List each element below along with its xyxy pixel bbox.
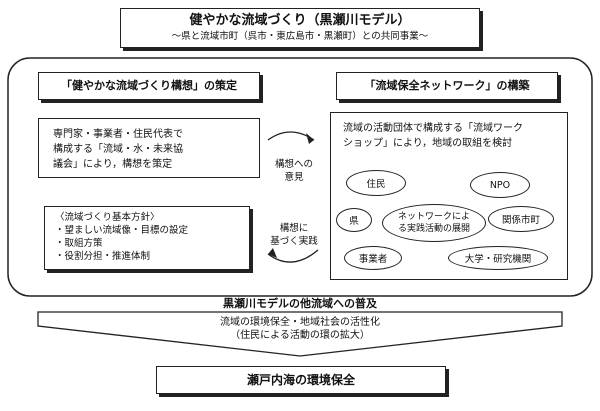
benefit-line-2: （住民による活動の環の拡大） xyxy=(230,330,370,341)
arrow-label-bottom-line-2: 基づく実践 xyxy=(270,236,318,247)
left-body-line-1: 専門家・事業者・住民代表で xyxy=(53,129,183,140)
policy-item-1: ・望ましい流域像・目標の設定 xyxy=(55,225,189,236)
arrow-label-bottom-line-1: 構想に xyxy=(279,223,309,234)
left-body-line-2: 構成する「流域・水・未来協 xyxy=(53,144,183,155)
policy-item-2: ・取組方策 xyxy=(55,238,103,249)
arrow-label-top-line-1: 構想への xyxy=(274,159,313,170)
policy-title: 〈流域づくり基本方針〉 xyxy=(55,212,160,223)
outer-frame xyxy=(7,57,593,297)
left-panel-heading-box: 「健やかな流域づくり構想」の策定 xyxy=(38,72,260,100)
node-npo: NPO xyxy=(470,172,530,198)
right-body-line-2: ショップ」により，地域の取組を検討 xyxy=(343,138,513,149)
left-panel-heading: 「健やかな流域づくり構想」の策定 xyxy=(61,79,237,92)
arrow-bottom-curve xyxy=(267,249,319,263)
funnel-arrow xyxy=(37,311,563,357)
node-prefecture: 県 xyxy=(336,208,372,232)
right-body-line-1: 流域の活動団体で構成する「流域ワーク xyxy=(343,123,523,134)
arrow-top-head xyxy=(306,133,314,144)
left-body-line-3: 議会」により，構想を策定 xyxy=(53,159,173,170)
spread-label: 黒瀬川モデルの他流域への普及 xyxy=(223,297,377,310)
node-residents: 住民 xyxy=(346,170,406,196)
benefit-line-1: 流域の環境保全・地域社会の活性化 xyxy=(220,317,380,328)
arrow-label-top-line-2: 意見 xyxy=(284,172,304,183)
left-panel-body-box: 専門家・事業者・住民代表で 構成する「流域・水・未来協 議会」により，構想を策定 xyxy=(38,118,260,178)
node-businesses: 事業者 xyxy=(344,246,402,270)
arrow-label-bottom: 構想に 基づく実践 xyxy=(262,222,326,248)
policy-item-3: ・役割分担・推進体制 xyxy=(55,251,151,262)
header-subtitle: ～県と流域市町（呉市・東広島市・黒瀬町）との共同事業～ xyxy=(171,31,429,42)
node-universities: 大学・研究機関 xyxy=(448,246,548,270)
node-municipalities: 関係市町 xyxy=(488,206,554,232)
center-line-1: ネットワークによ xyxy=(397,212,470,222)
node-network-center: ネットワークによ る実践活動の展開 xyxy=(382,204,486,242)
arrow-bottom-head xyxy=(268,248,277,258)
header-box: 健やかな流域づくり（黒瀬川モデル） ～県と流域市町（呉市・東広島市・黒瀬町）との… xyxy=(120,8,480,48)
final-goal-box: 瀬戸内海の環境保全 xyxy=(156,366,446,394)
header-title: 健やかな流域づくり（黒瀬川モデル） xyxy=(189,13,411,28)
policy-box: 〈流域づくり基本方針〉 ・望ましい流域像・目標の設定 ・取組方策 ・役割分担・推… xyxy=(44,206,250,270)
right-panel-heading-box: 「流域保全ネットワーク」の構築 xyxy=(336,72,558,100)
benefit-text: 流域の環境保全・地域社会の活性化 （住民による活動の環の拡大） xyxy=(150,316,450,342)
center-line-2: る実践活動の展開 xyxy=(397,224,470,234)
arrow-label-top: 構想への 意見 xyxy=(262,158,326,184)
right-panel-heading: 「流域保全ネットワーク」の構築 xyxy=(364,79,530,92)
